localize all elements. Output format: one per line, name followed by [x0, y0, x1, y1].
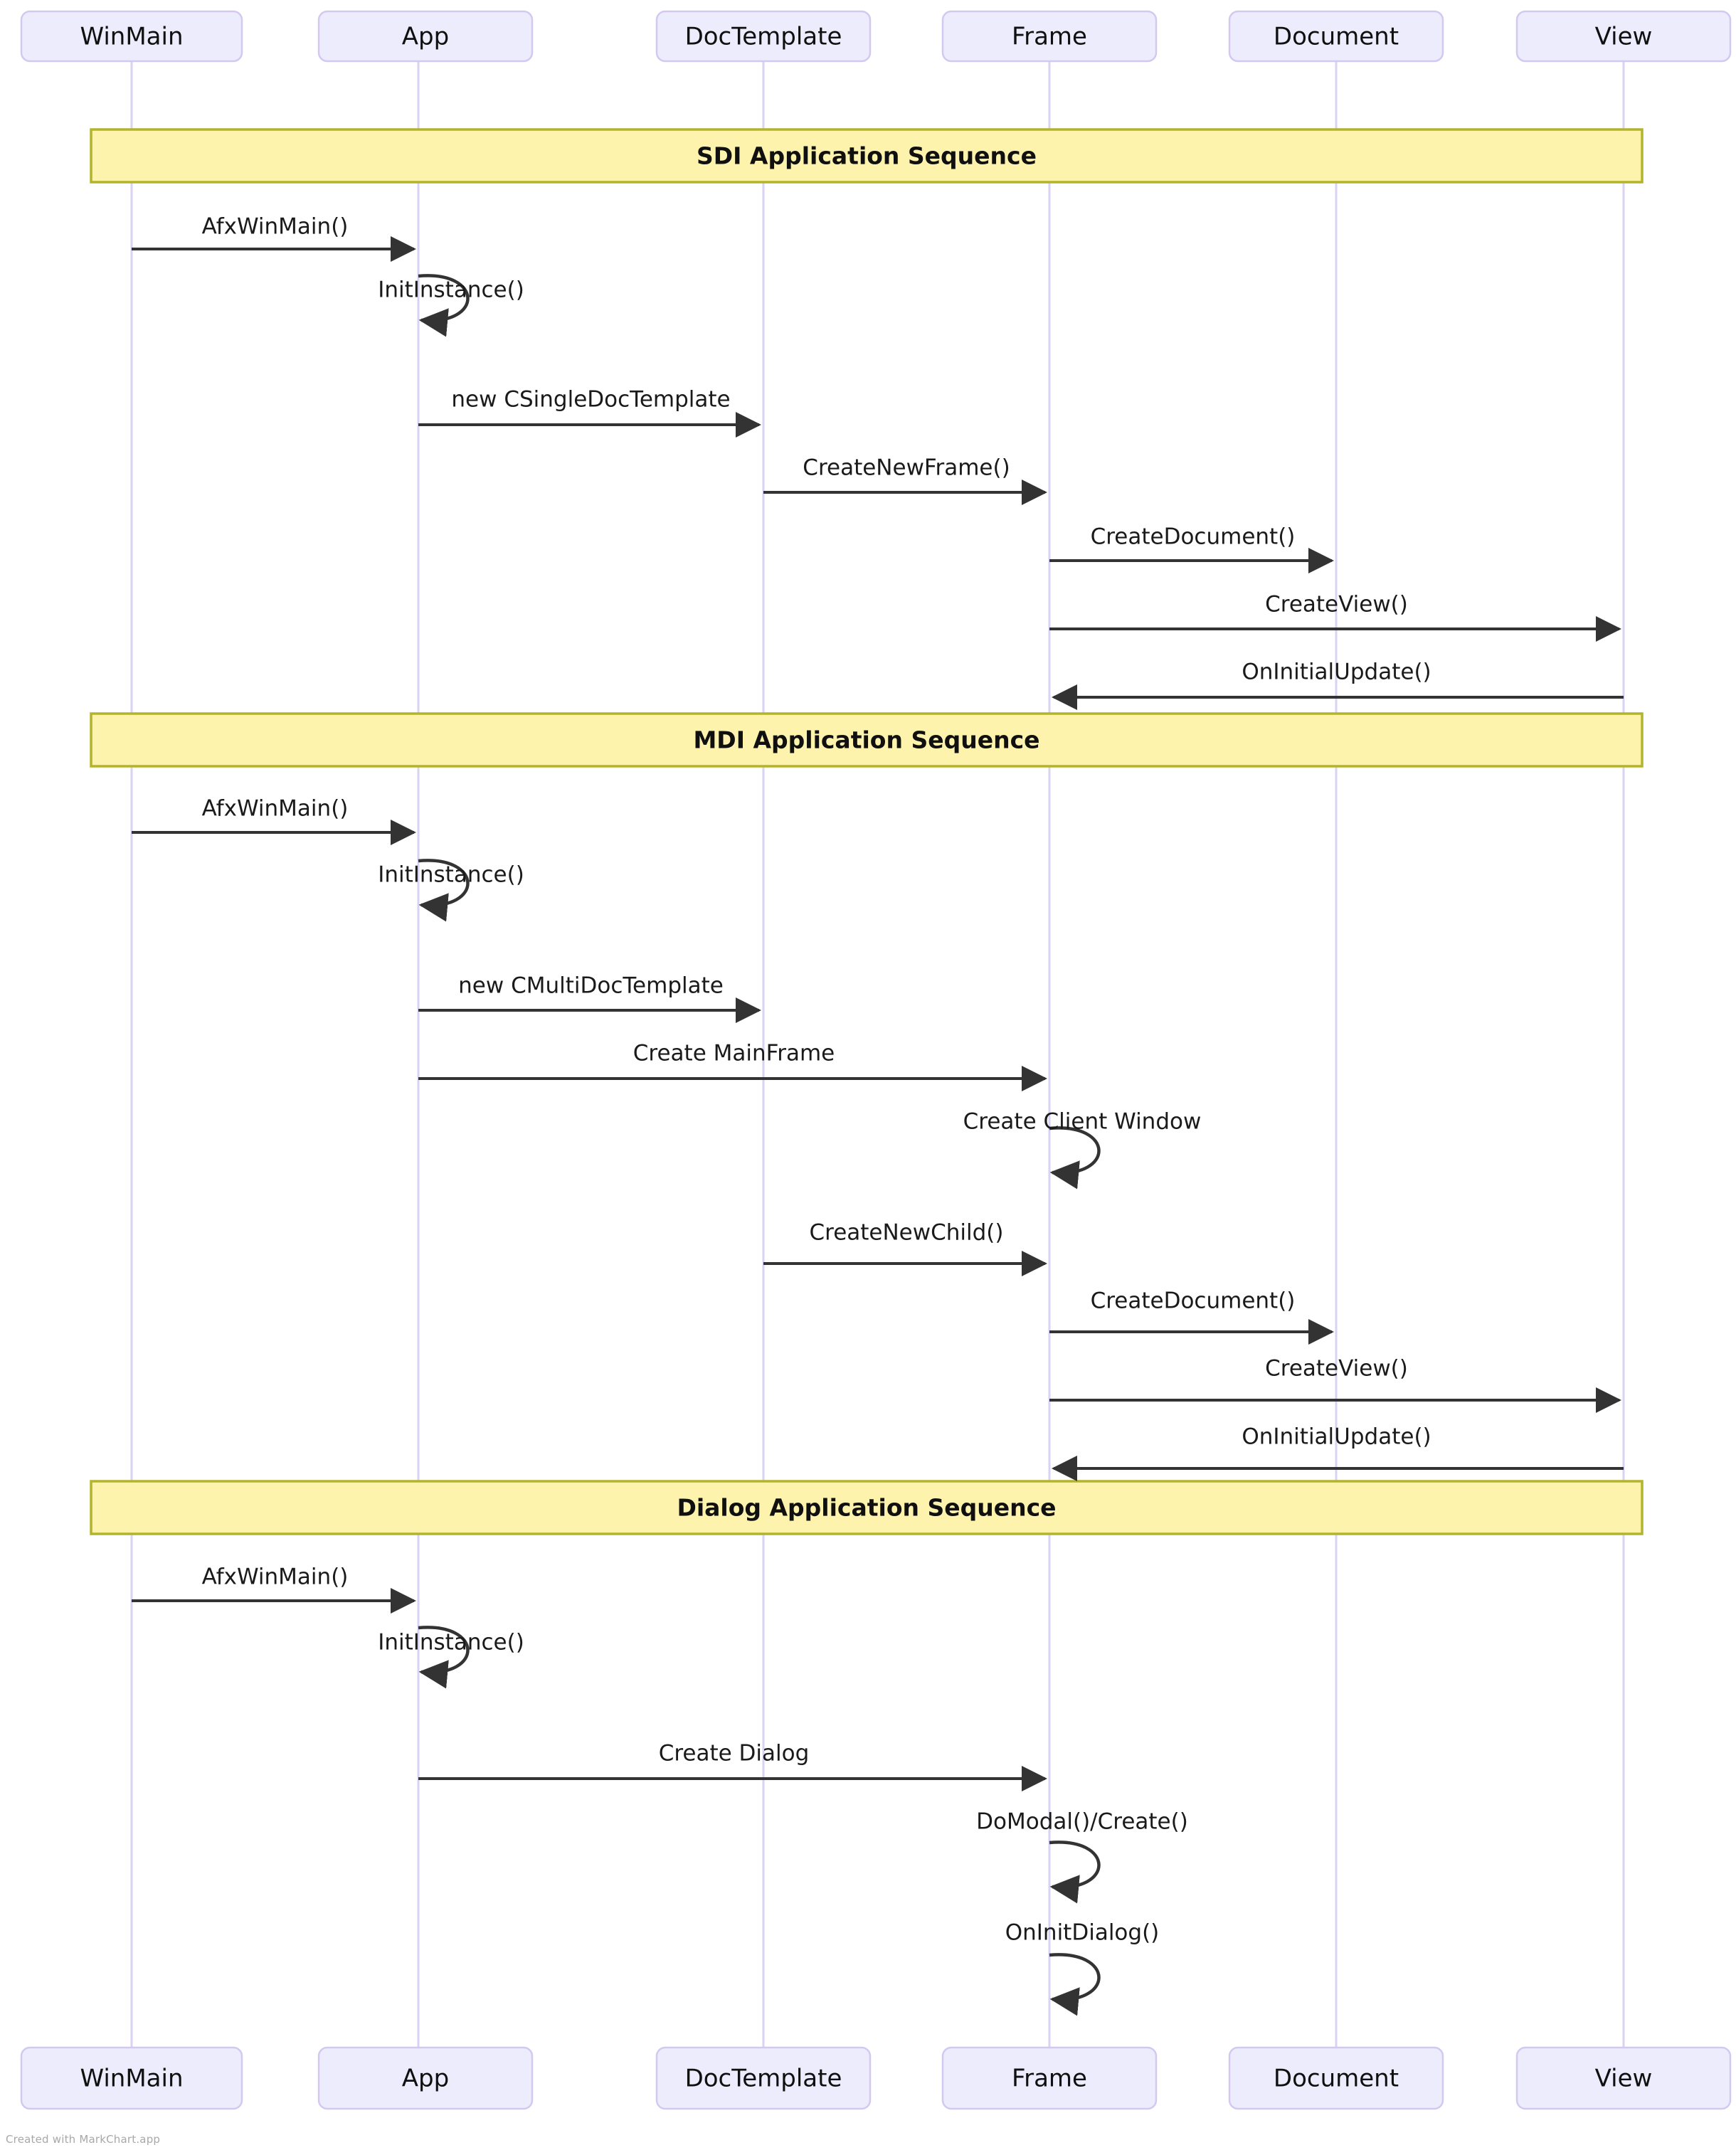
- section-band-label-sdi: SDI Application Sequence: [697, 142, 1037, 170]
- participant-box-winmain[interactable]: [20, 10, 243, 63]
- participant-doctemplate-bottom[interactable]: DocTemplate: [655, 2046, 872, 2110]
- participant-winmain-bottom[interactable]: WinMain: [20, 2046, 243, 2110]
- message-label: OnInitDialog(): [1005, 1920, 1160, 1946]
- participant-document-top[interactable]: Document: [1228, 10, 1444, 63]
- message-self-loop: [1049, 1126, 1101, 1190]
- message-self-loop: [418, 274, 470, 337]
- participant-label-winmain: WinMain: [80, 2065, 183, 2093]
- participant-label-document: Document: [1274, 2065, 1399, 2093]
- message-label: AfxWinMain(): [202, 796, 349, 822]
- message-label: new CSingleDocTemplate: [451, 387, 730, 413]
- message-label: AfxWinMain(): [202, 1564, 349, 1590]
- participant-label-doctemplate: DocTemplate: [685, 2065, 842, 2093]
- message-sdi-3: CreateNewFrame(): [763, 455, 1047, 505]
- message-mdi-1: InitInstance(): [378, 859, 524, 922]
- message-mdi-0: AfxWinMain(): [132, 796, 416, 845]
- participant-box-view[interactable]: [1515, 10, 1732, 63]
- section-band-rect-sdi: [90, 128, 1644, 184]
- message-sdi-5: CreateView(): [1049, 592, 1621, 642]
- participant-app-top[interactable]: App: [317, 10, 534, 63]
- watermark-label: Created with MarkChart.app: [6, 2133, 161, 2146]
- section-band-sdi: SDI Application Sequence: [90, 128, 1644, 184]
- message-label: CreateNewFrame(): [803, 455, 1010, 481]
- participant-box-frame[interactable]: [941, 2046, 1158, 2110]
- participant-label-winmain: WinMain: [80, 23, 183, 51]
- message-dialog-1: InitInstance(): [378, 1626, 524, 1689]
- participant-view-top[interactable]: View: [1515, 10, 1732, 63]
- message-label: CreateNewChild(): [809, 1220, 1003, 1246]
- participant-box-document[interactable]: [1228, 2046, 1444, 2110]
- message-mdi-3: Create MainFrame: [418, 1041, 1047, 1091]
- message-label: Create MainFrame: [633, 1041, 835, 1066]
- message-self-loop: [1049, 1841, 1101, 1904]
- message-label: AfxWinMain(): [202, 214, 349, 240]
- message-label: CreateDocument(): [1091, 524, 1296, 550]
- participant-box-frame[interactable]: [941, 10, 1158, 63]
- message-label: CreateView(): [1265, 592, 1408, 618]
- message-label: Create Dialog: [659, 1741, 810, 1767]
- message-label: OnInitialUpdate(): [1242, 1424, 1431, 1450]
- participant-frame-top[interactable]: Frame: [941, 10, 1158, 63]
- participant-label-doctemplate: DocTemplate: [685, 23, 842, 51]
- message-label: InitInstance(): [378, 277, 524, 303]
- participants-group: WinMainWinMainAppAppDocTemplateDocTempla…: [20, 10, 1732, 2110]
- participant-label-frame: Frame: [1012, 23, 1087, 51]
- message-self-loop: [418, 859, 470, 922]
- message-label: InitInstance(): [378, 862, 524, 888]
- section-band-rect-dialog: [90, 1480, 1644, 1535]
- participant-label-app: App: [402, 2065, 449, 2093]
- participant-label-app: App: [402, 23, 449, 51]
- section-band-dialog: Dialog Application Sequence: [90, 1480, 1644, 1535]
- lifelines-group: [130, 61, 1625, 2048]
- message-sdi-4: CreateDocument(): [1049, 524, 1334, 573]
- message-label: DoModal()/Create(): [976, 1809, 1188, 1835]
- message-sdi-6: OnInitialUpdate(): [1052, 660, 1624, 710]
- participant-winmain-top[interactable]: WinMain: [20, 10, 243, 63]
- participant-box-winmain[interactable]: [20, 2046, 243, 2110]
- participant-frame-bottom[interactable]: Frame: [941, 2046, 1158, 2110]
- participant-label-view: View: [1595, 23, 1653, 51]
- message-sdi-0: AfxWinMain(): [132, 214, 416, 262]
- message-self-loop: [1049, 1953, 1101, 2016]
- message-mdi-5: CreateNewChild(): [763, 1220, 1047, 1276]
- participant-box-doctemplate[interactable]: [655, 2046, 872, 2110]
- message-label: CreateView(): [1265, 1356, 1408, 1382]
- message-dialog-3: DoModal()/Create(): [976, 1809, 1188, 1904]
- participant-box-app[interactable]: [317, 2046, 534, 2110]
- message-mdi-2: new CMultiDocTemplate: [418, 973, 761, 1023]
- participant-label-frame: Frame: [1012, 2065, 1087, 2093]
- participant-box-document[interactable]: [1228, 10, 1444, 63]
- message-label: new CMultiDocTemplate: [458, 973, 724, 999]
- section-band-label-mdi: MDI Application Sequence: [693, 726, 1039, 754]
- participant-box-view[interactable]: [1515, 2046, 1732, 2110]
- section-band-mdi: MDI Application Sequence: [90, 712, 1644, 768]
- participant-box-app[interactable]: [317, 10, 534, 63]
- participant-box-doctemplate[interactable]: [655, 10, 872, 63]
- participant-label-document: Document: [1274, 23, 1399, 51]
- participant-label-view: View: [1595, 2065, 1653, 2093]
- message-dialog-4: OnInitDialog(): [1005, 1920, 1160, 2016]
- participant-document-bottom[interactable]: Document: [1228, 2046, 1444, 2110]
- participant-app-bottom[interactable]: App: [317, 2046, 534, 2110]
- message-label: OnInitialUpdate(): [1242, 660, 1431, 685]
- message-sdi-1: InitInstance(): [378, 274, 524, 337]
- message-label: CreateDocument(): [1091, 1288, 1296, 1314]
- message-label: Create Client Window: [963, 1109, 1202, 1135]
- message-self-loop: [418, 1626, 470, 1689]
- participant-view-bottom[interactable]: View: [1515, 2046, 1732, 2110]
- section-band-label-dialog: Dialog Application Sequence: [677, 1494, 1056, 1522]
- message-mdi-8: OnInitialUpdate(): [1052, 1424, 1624, 1481]
- message-mdi-7: CreateView(): [1049, 1356, 1621, 1413]
- messages-group: AfxWinMain() InitInstance() new CSingleDoc…: [132, 214, 1624, 2016]
- message-dialog-2: Create Dialog: [418, 1741, 1047, 1791]
- section-band-rect-mdi: [90, 712, 1644, 768]
- message-sdi-2: new CSingleDocTemplate: [418, 387, 761, 438]
- message-dialog-0: AfxWinMain(): [132, 1564, 416, 1614]
- message-mdi-6: CreateDocument(): [1049, 1288, 1334, 1345]
- participant-doctemplate-top[interactable]: DocTemplate: [655, 10, 872, 63]
- message-label: InitInstance(): [378, 1630, 524, 1656]
- message-mdi-4: Create Client Window: [963, 1109, 1202, 1190]
